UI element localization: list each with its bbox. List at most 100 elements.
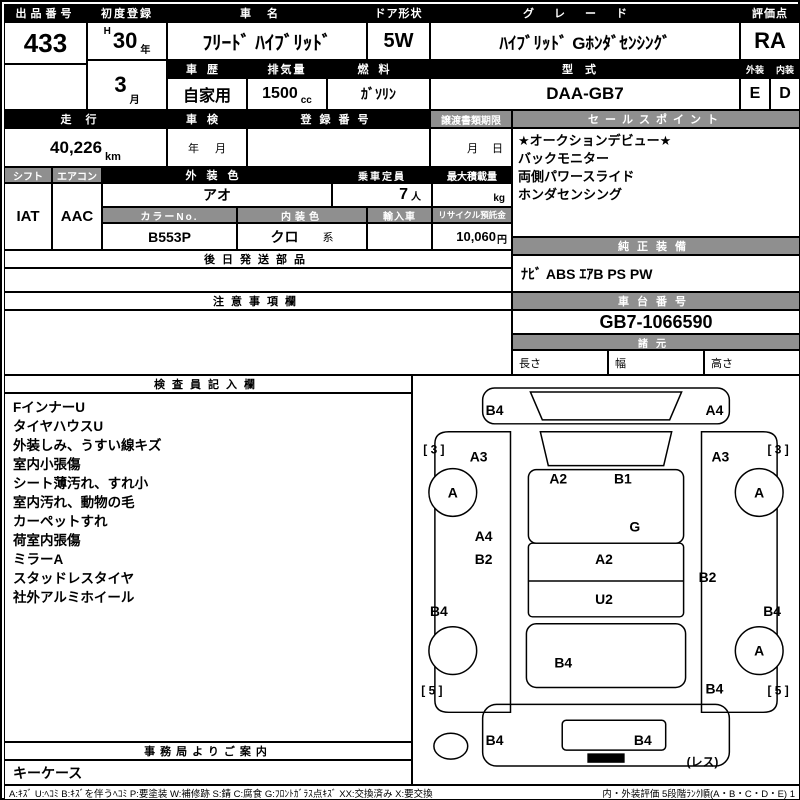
score-label: 評価点 bbox=[740, 4, 800, 22]
sales-points-label: セールスポイント bbox=[512, 110, 800, 128]
shaken-label: 車検 bbox=[167, 110, 247, 128]
sales-point: バックモニター bbox=[518, 151, 610, 166]
notes-value bbox=[4, 310, 512, 375]
damage-label: A bbox=[754, 643, 764, 659]
damage-label: U2 bbox=[595, 591, 613, 607]
color-number-label: カラーNo. bbox=[102, 207, 237, 223]
dimension-length-cell: 長さ bbox=[512, 350, 608, 375]
import-car-label: 輸入車 bbox=[367, 207, 432, 223]
damage-label: B4 bbox=[554, 655, 572, 671]
transfer-day-unit: 日 bbox=[492, 142, 503, 155]
damage-label: B2 bbox=[699, 569, 717, 585]
import-car-value bbox=[367, 223, 432, 250]
sales-point: 両側パワースライド bbox=[518, 169, 635, 184]
damage-label: B2 bbox=[475, 551, 493, 567]
payload-label: 最大積載量 bbox=[432, 167, 512, 183]
capacity-unit: 人 bbox=[411, 192, 421, 203]
model-code-label: 型式 bbox=[430, 60, 740, 78]
color-number-value: B553P bbox=[102, 223, 237, 250]
recycle-deposit-number: 10,060 bbox=[456, 229, 496, 244]
shaken-value: 年 月 bbox=[167, 128, 247, 167]
score-value: RA bbox=[740, 22, 800, 60]
later-parts-label: 後日発送部品 bbox=[4, 250, 512, 268]
displacement-label: 排気量 bbox=[247, 60, 327, 78]
car-name-value: ﾌﾘｰﾄﾞ ﾊｲﾌﾞﾘｯﾄﾞ bbox=[167, 22, 367, 60]
notes-label: 注意事項欄 bbox=[4, 292, 512, 310]
sales-points-list: ★オークションデビュー★バックモニター両側パワースライドホンダセンシング bbox=[512, 128, 800, 237]
rear-window-outline bbox=[529, 391, 683, 421]
damage-label: B4 bbox=[763, 603, 781, 619]
displacement-number: 1500 bbox=[262, 85, 298, 102]
damage-label: A4 bbox=[706, 402, 724, 418]
shaken-month-unit: 月 bbox=[215, 142, 226, 155]
capacity-value: 7 人 bbox=[332, 183, 432, 207]
recycle-deposit-label: リサイクル預託金 bbox=[432, 207, 512, 223]
aircon-value: AAC bbox=[52, 183, 102, 250]
door-shape-value: 5W bbox=[367, 22, 430, 60]
lot-number-label: 出品番号 bbox=[4, 4, 87, 22]
left-rear-wheel bbox=[428, 626, 478, 676]
right-front-wheel bbox=[734, 467, 784, 518]
shift-value: IAT bbox=[4, 183, 52, 250]
history-value: 自家用 bbox=[167, 78, 247, 110]
exterior-color-label: 外装色 bbox=[102, 167, 332, 183]
right-rear-wheel bbox=[734, 626, 784, 676]
transfer-deadline-value: 月 日 bbox=[430, 128, 512, 167]
car-name-label: 車名 bbox=[167, 4, 367, 22]
inspector-note: カーペットすれ bbox=[13, 514, 108, 529]
license-plate bbox=[587, 753, 625, 763]
windshield-outline bbox=[527, 542, 685, 618]
displacement-unit: cc bbox=[300, 95, 312, 106]
grille-outline bbox=[561, 719, 667, 751]
door-shape-label: ドア形状 bbox=[367, 4, 430, 22]
chassis-number-value: GB7-1066590 bbox=[512, 310, 800, 334]
first-reg-month: 3 bbox=[114, 72, 127, 97]
dimension-width-cell: 幅 bbox=[608, 350, 704, 375]
damage-label: A3 bbox=[712, 449, 730, 465]
fuel-value: ｶﾞｿﾘﾝ bbox=[327, 78, 430, 110]
first-registration-year-cell: H 30 年 bbox=[87, 22, 167, 60]
left-front-wheel bbox=[428, 467, 478, 518]
exterior-color-value: アオ bbox=[102, 183, 332, 207]
inspector-note: 室内汚れ、動物の毛 bbox=[13, 495, 135, 510]
capacity-label: 乗車定員 bbox=[332, 167, 432, 183]
inspector-note: スタッドレスタイヤ bbox=[13, 571, 135, 586]
shaken-year-unit: 年 bbox=[188, 142, 199, 155]
first-reg-year: 30 bbox=[112, 28, 138, 53]
hood-outline bbox=[525, 623, 687, 689]
inspector-notes-label: 検査員記入欄 bbox=[4, 375, 412, 393]
dimensions-label: 諸元 bbox=[512, 334, 800, 350]
damage-label: [ 5 ] bbox=[421, 683, 442, 697]
inspector-note: ミラーA bbox=[13, 552, 64, 567]
damage-label: A bbox=[754, 484, 764, 500]
first-reg-year-unit: 年 bbox=[140, 45, 151, 56]
damage-label: B4 bbox=[634, 732, 652, 748]
mileage-number: 40,226 bbox=[50, 137, 103, 157]
transfer-month-unit: 月 bbox=[467, 142, 478, 155]
rear-gate-outline bbox=[539, 431, 673, 467]
lot-number-value: 433 bbox=[4, 22, 87, 64]
inspector-note: 室内小張傷 bbox=[13, 457, 81, 472]
equipment-label: 純正装備 bbox=[512, 237, 800, 255]
front-bumper-outline bbox=[481, 703, 731, 767]
interior-grade-value: D bbox=[770, 78, 800, 110]
shift-label: シフト bbox=[4, 167, 52, 183]
lot-number-empty-cell bbox=[4, 64, 87, 110]
inspector-note: 外装しみ、うすい線キズ bbox=[13, 438, 162, 453]
office-notice-value: キーケース bbox=[4, 760, 412, 785]
interior-color-suffix: 系 bbox=[322, 231, 334, 244]
aircon-label: エアコン bbox=[52, 167, 102, 183]
damage-label: B1 bbox=[614, 471, 632, 487]
sales-point: ★オークションデビュー★ bbox=[518, 133, 672, 148]
damage-label: [ 3 ] bbox=[423, 443, 444, 457]
inspector-note: 社外アルミホイール bbox=[13, 590, 135, 605]
damage-label: A2 bbox=[595, 551, 613, 567]
inspector-note: タイヤハウスU bbox=[13, 419, 104, 434]
legend-bar: A:ｷｽﾞ U:ﾍｺﾐ B:ｷｽﾞを伴うﾍｺﾐ P:要塗装 W:補修跡 S:錆 … bbox=[4, 785, 800, 800]
recycle-deposit-value: 10,060 円 bbox=[432, 223, 512, 250]
damage-label: G bbox=[629, 518, 640, 534]
